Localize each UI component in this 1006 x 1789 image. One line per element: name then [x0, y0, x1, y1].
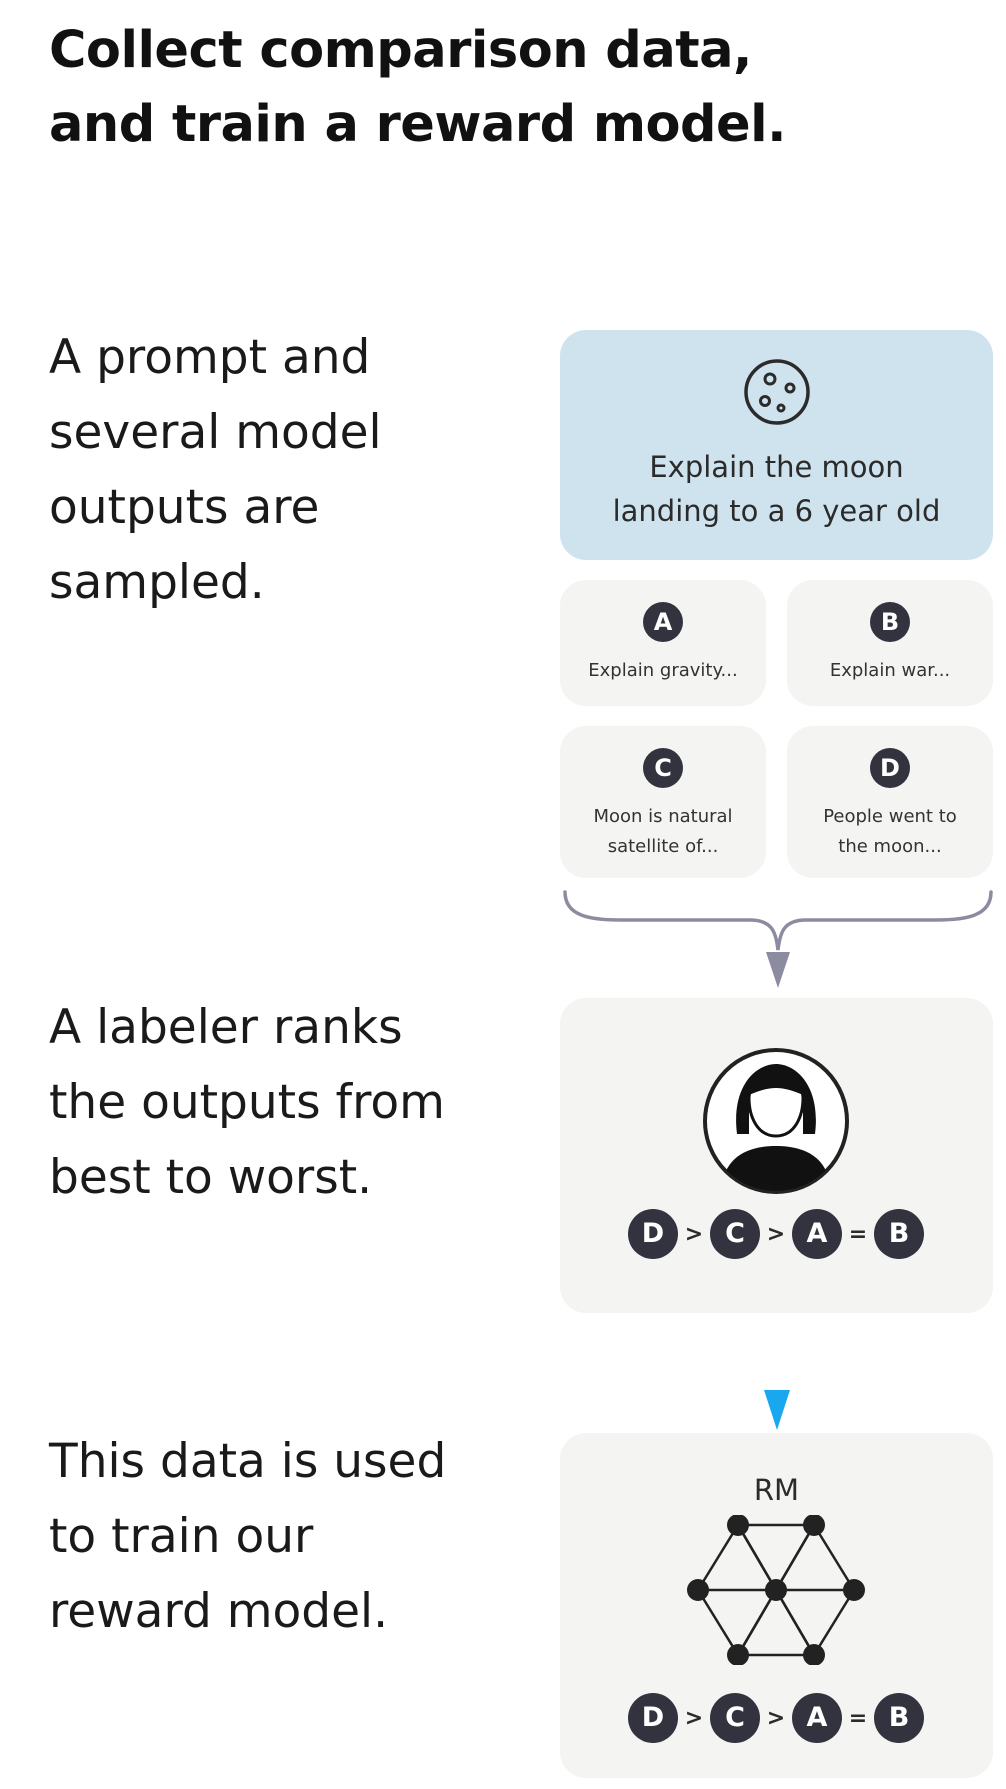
person-avatar-icon	[703, 1048, 849, 1194]
blue-down-arrow-icon	[764, 1390, 790, 1430]
step-3-line-3: reward model.	[49, 1584, 389, 1639]
step-3-line-2: to train our	[49, 1509, 314, 1564]
prompt-text: Explain the moon landing to a 6 year old	[560, 445, 993, 533]
rank-badge: A	[792, 1693, 842, 1743]
output-letter-badge: A	[643, 602, 683, 642]
title-line-2: and train a reward model.	[49, 95, 786, 154]
reward-model-ranking: D > C > A = B	[616, 1692, 936, 1744]
prompt-line-2: landing to a 6 year old	[612, 494, 941, 528]
output-c-line-1: Moon is natural	[593, 806, 733, 827]
step-3-line-1: This data is used	[49, 1434, 447, 1489]
output-text: People went to the moon...	[793, 802, 987, 862]
output-letter-badge: C	[643, 748, 683, 788]
step-2-description: A labeler ranks the outputs from best to…	[49, 990, 445, 1215]
step-2-line-3: best to worst.	[49, 1150, 373, 1205]
rank-badge: D	[628, 1693, 678, 1743]
output-text: Moon is natural satellite of...	[566, 802, 760, 862]
output-a-line-1: Explain gravity...	[588, 660, 738, 681]
rank-badge: D	[628, 1209, 678, 1259]
labeler-ranking: D > C > A = B	[616, 1208, 936, 1260]
neural-network-icon	[687, 1515, 865, 1665]
output-text: Explain gravity...	[566, 656, 760, 686]
rank-operator: >	[766, 1221, 786, 1247]
output-card-c: C Moon is natural satellite of...	[560, 726, 766, 878]
rank-badge: C	[710, 1209, 760, 1259]
output-card-b: B Explain war...	[787, 580, 993, 706]
rank-operator: >	[684, 1221, 704, 1247]
output-b-line-1: Explain war...	[829, 660, 951, 681]
output-text: Explain war...	[793, 656, 987, 686]
labeler-card: D > C > A = B	[560, 998, 993, 1313]
reward-model-card: RM D > C	[560, 1433, 993, 1778]
prompt-card: Explain the moon landing to a 6 year old	[560, 330, 993, 560]
output-letter-badge: B	[870, 602, 910, 642]
rank-operator: =	[848, 1705, 868, 1731]
rank-operator: >	[766, 1705, 786, 1731]
rank-operator: =	[848, 1221, 868, 1247]
rank-operator: >	[684, 1705, 704, 1731]
output-d-line-1: People went to	[823, 806, 957, 827]
page-title: Collect comparison data, and train a rew…	[49, 14, 786, 162]
title-line-1: Collect comparison data,	[49, 21, 752, 80]
output-d-line-2: the moon...	[838, 836, 942, 857]
rank-badge: C	[710, 1693, 760, 1743]
output-c-line-2: satellite of...	[607, 836, 719, 857]
step-1-line-4: sampled.	[49, 555, 265, 610]
prompt-line-1: Explain the moon	[649, 450, 904, 484]
merge-brace-connector	[563, 890, 993, 988]
step-1-line-3: outputs are	[49, 480, 320, 535]
step-1-line-1: A prompt and	[49, 330, 371, 385]
reward-model-label: RM	[753, 1473, 800, 1507]
down-arrow-icon	[766, 952, 790, 988]
step-2-line-2: the outputs from	[49, 1075, 445, 1130]
step-3-description: This data is used to train our reward mo…	[49, 1424, 446, 1649]
step-1-description: A prompt and several model outputs are s…	[49, 320, 382, 620]
moon-icon	[744, 359, 810, 425]
output-card-a: A Explain gravity...	[560, 580, 766, 706]
rank-badge: B	[874, 1209, 924, 1259]
step-2-line-1: A labeler ranks	[49, 1000, 403, 1055]
rank-badge: A	[792, 1209, 842, 1259]
step-1-line-2: several model	[49, 405, 382, 460]
output-card-d: D People went to the moon...	[787, 726, 993, 878]
rank-badge: B	[874, 1693, 924, 1743]
output-letter-badge: D	[870, 748, 910, 788]
